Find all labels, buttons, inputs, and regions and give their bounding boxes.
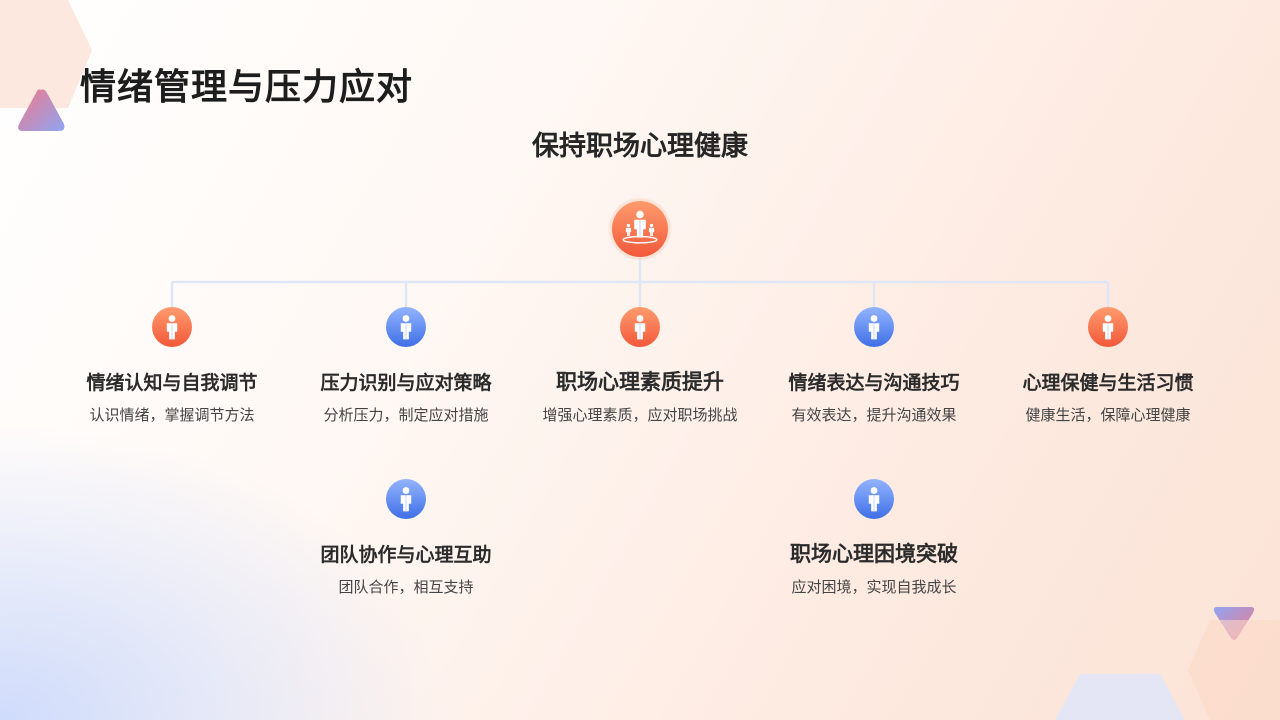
node-desc-n7: 应对困境，实现自我成长 (791, 578, 957, 596)
node-circle-n1 (152, 307, 192, 347)
node-label-n7: 职场心理困境突破 (790, 542, 958, 566)
node-circle-n5 (1088, 307, 1128, 347)
hexagon-decoration-bottom-right (1188, 620, 1280, 720)
node-desc-n6: 团队合作，相互支持 (338, 578, 474, 596)
node-label-n2: 压力识别与应对策略 (320, 372, 492, 394)
node-circle-n4 (854, 307, 894, 347)
connector-lines (170, 258, 1110, 308)
node-circle-n3 (620, 307, 660, 347)
node-desc-n4: 有效表达，提升沟通效果 (791, 406, 957, 424)
node-label-n5: 心理保健与生活习惯 (1022, 372, 1194, 394)
node-label-n4: 情绪表达与沟通技巧 (788, 372, 960, 394)
triangle-decoration-top-left (18, 89, 65, 131)
diagram-subtitle: 保持职场心理健康 (532, 131, 748, 162)
node-circle-n2 (386, 307, 426, 347)
node-label-n1: 情绪认知与自我调节 (86, 372, 258, 394)
node-circle-n6 (386, 479, 426, 519)
node-desc-n1: 认识情绪，掌握调节方法 (89, 406, 255, 424)
page-title: 情绪管理与压力应对 (80, 67, 414, 108)
node-label-n6: 团队协作与心理互助 (320, 544, 492, 566)
group-person-icon (622, 210, 658, 244)
root-node-circle (609, 198, 671, 260)
node-desc-n2: 分析压力，制定应对措施 (323, 406, 489, 424)
hexagon-decoration-bottom (1055, 674, 1185, 720)
node-desc-n3: 增强心理素质，应对职场挑战 (542, 406, 738, 424)
node-label-n3: 职场心理素质提升 (556, 370, 724, 394)
hexagon-decoration-top-left (0, 0, 92, 108)
node-circle-n7 (854, 479, 894, 519)
node-desc-n5: 健康生活，保障心理健康 (1025, 406, 1191, 424)
